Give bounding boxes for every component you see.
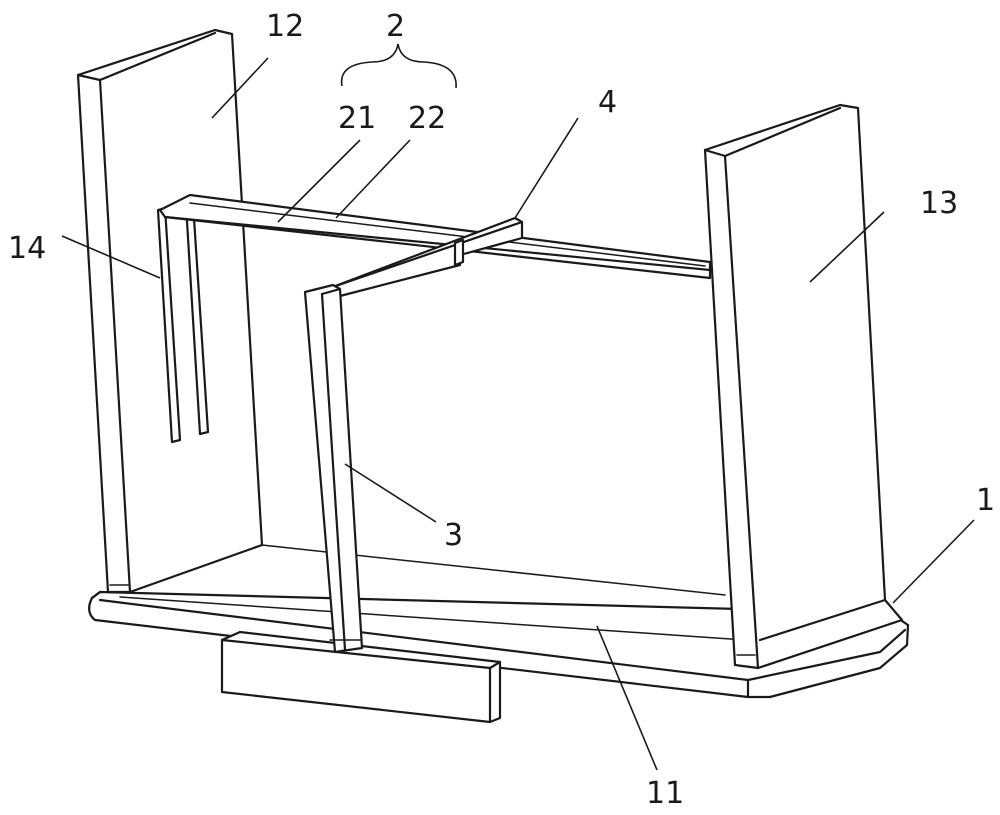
base-plate [88,590,910,699]
rails [158,193,712,280]
label-2: 2 [386,9,405,44]
label-21: 21 [338,101,376,136]
label-11: 11 [646,776,684,811]
label-14: 14 [8,231,46,266]
leader-lines [61,43,975,771]
label-12: 12 [266,9,304,44]
label-3: 3 [444,518,463,553]
label-22: 22 [408,101,446,136]
label-4: 4 [598,85,617,120]
cross-arm [328,216,524,298]
right-panel [703,103,904,670]
label-13: 13 [920,186,958,221]
base-block [220,630,502,724]
label-1: 1 [976,483,995,518]
